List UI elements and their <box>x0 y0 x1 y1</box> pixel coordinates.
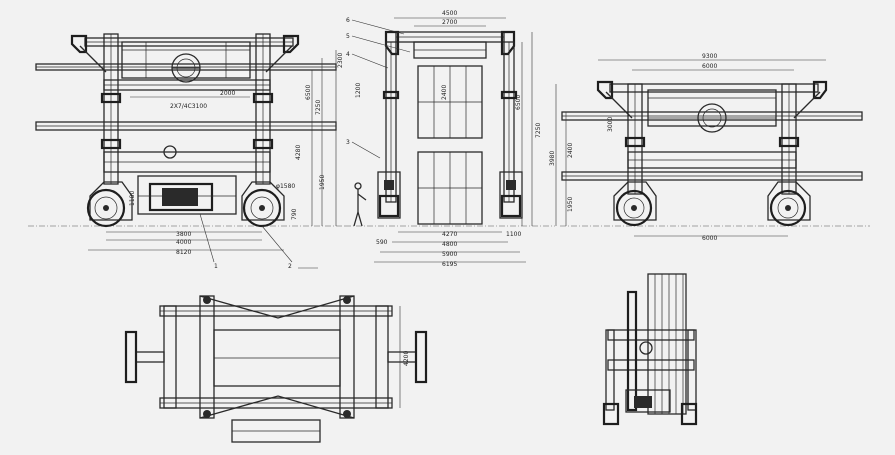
dim-4270: 4270 <box>442 231 457 238</box>
dim-4200: 4200 <box>403 351 410 366</box>
end-view <box>602 273 698 426</box>
dim-590: 590 <box>376 239 388 246</box>
callout-3: 3 <box>346 139 350 146</box>
dim-1100: 1100 <box>506 231 521 238</box>
dim-9300: 9300 <box>702 53 717 60</box>
dim-4000: 4000 <box>176 239 191 246</box>
dim-1950: 1950 <box>319 175 326 190</box>
dim-5900: 5900 <box>442 251 457 258</box>
dim-3800: 3800 <box>176 231 191 238</box>
dim-4280: 4280 <box>295 145 302 160</box>
dim-3980: 3980 <box>549 151 556 166</box>
dim-2400-right: 2400 <box>567 143 574 158</box>
callout-1: 1 <box>214 263 218 270</box>
dim-6000-bottom: 6000 <box>702 235 717 242</box>
callout-5: 5 <box>346 33 350 40</box>
dim-6195: 6195 <box>442 261 457 268</box>
dim-1950-right: 1950 <box>567 197 574 212</box>
dim-1180: 1180 <box>129 191 136 206</box>
dim-6500: 6500 <box>305 85 312 100</box>
dim-8120: 8120 <box>176 249 191 256</box>
dim-6500-side: 6500 <box>515 95 522 110</box>
dim-2400: 2400 <box>441 85 448 100</box>
side-elevation-view: 4500 2700 2400 6500 7250 4270 4800 5900 … <box>345 10 555 268</box>
dim-7250: 7250 <box>315 100 322 115</box>
dim-790: 790 <box>291 208 298 220</box>
operator-figure <box>353 182 367 227</box>
dim-7250-side: 7250 <box>535 123 542 138</box>
callout-4: 4 <box>346 51 350 58</box>
dim-6000-top: 6000 <box>702 63 717 70</box>
dim-2000: 2000 <box>220 90 235 97</box>
dim-1200: 1200 <box>355 83 362 98</box>
right-elevation-view: 9300 6000 6000 3980 2400 3000 1950 <box>549 53 870 242</box>
callout-2: 2 <box>288 263 292 270</box>
front-elevation-view: 2000 2X7/4C3100 6500 7250 4280 2300 1950… <box>28 33 345 270</box>
callout-6: 6 <box>346 17 350 24</box>
dim-3000: 3000 <box>607 117 614 132</box>
dim-2700: 2700 <box>442 19 457 26</box>
dim-2300: 2300 <box>337 53 344 68</box>
dim-span-label: 2X7/4C3100 <box>170 103 207 110</box>
plan-view: 4200 <box>124 295 428 443</box>
dim-wheel-diameter: φ1580 <box>276 183 295 190</box>
dim-4800: 4800 <box>442 241 457 248</box>
dim-4500: 4500 <box>442 10 457 17</box>
